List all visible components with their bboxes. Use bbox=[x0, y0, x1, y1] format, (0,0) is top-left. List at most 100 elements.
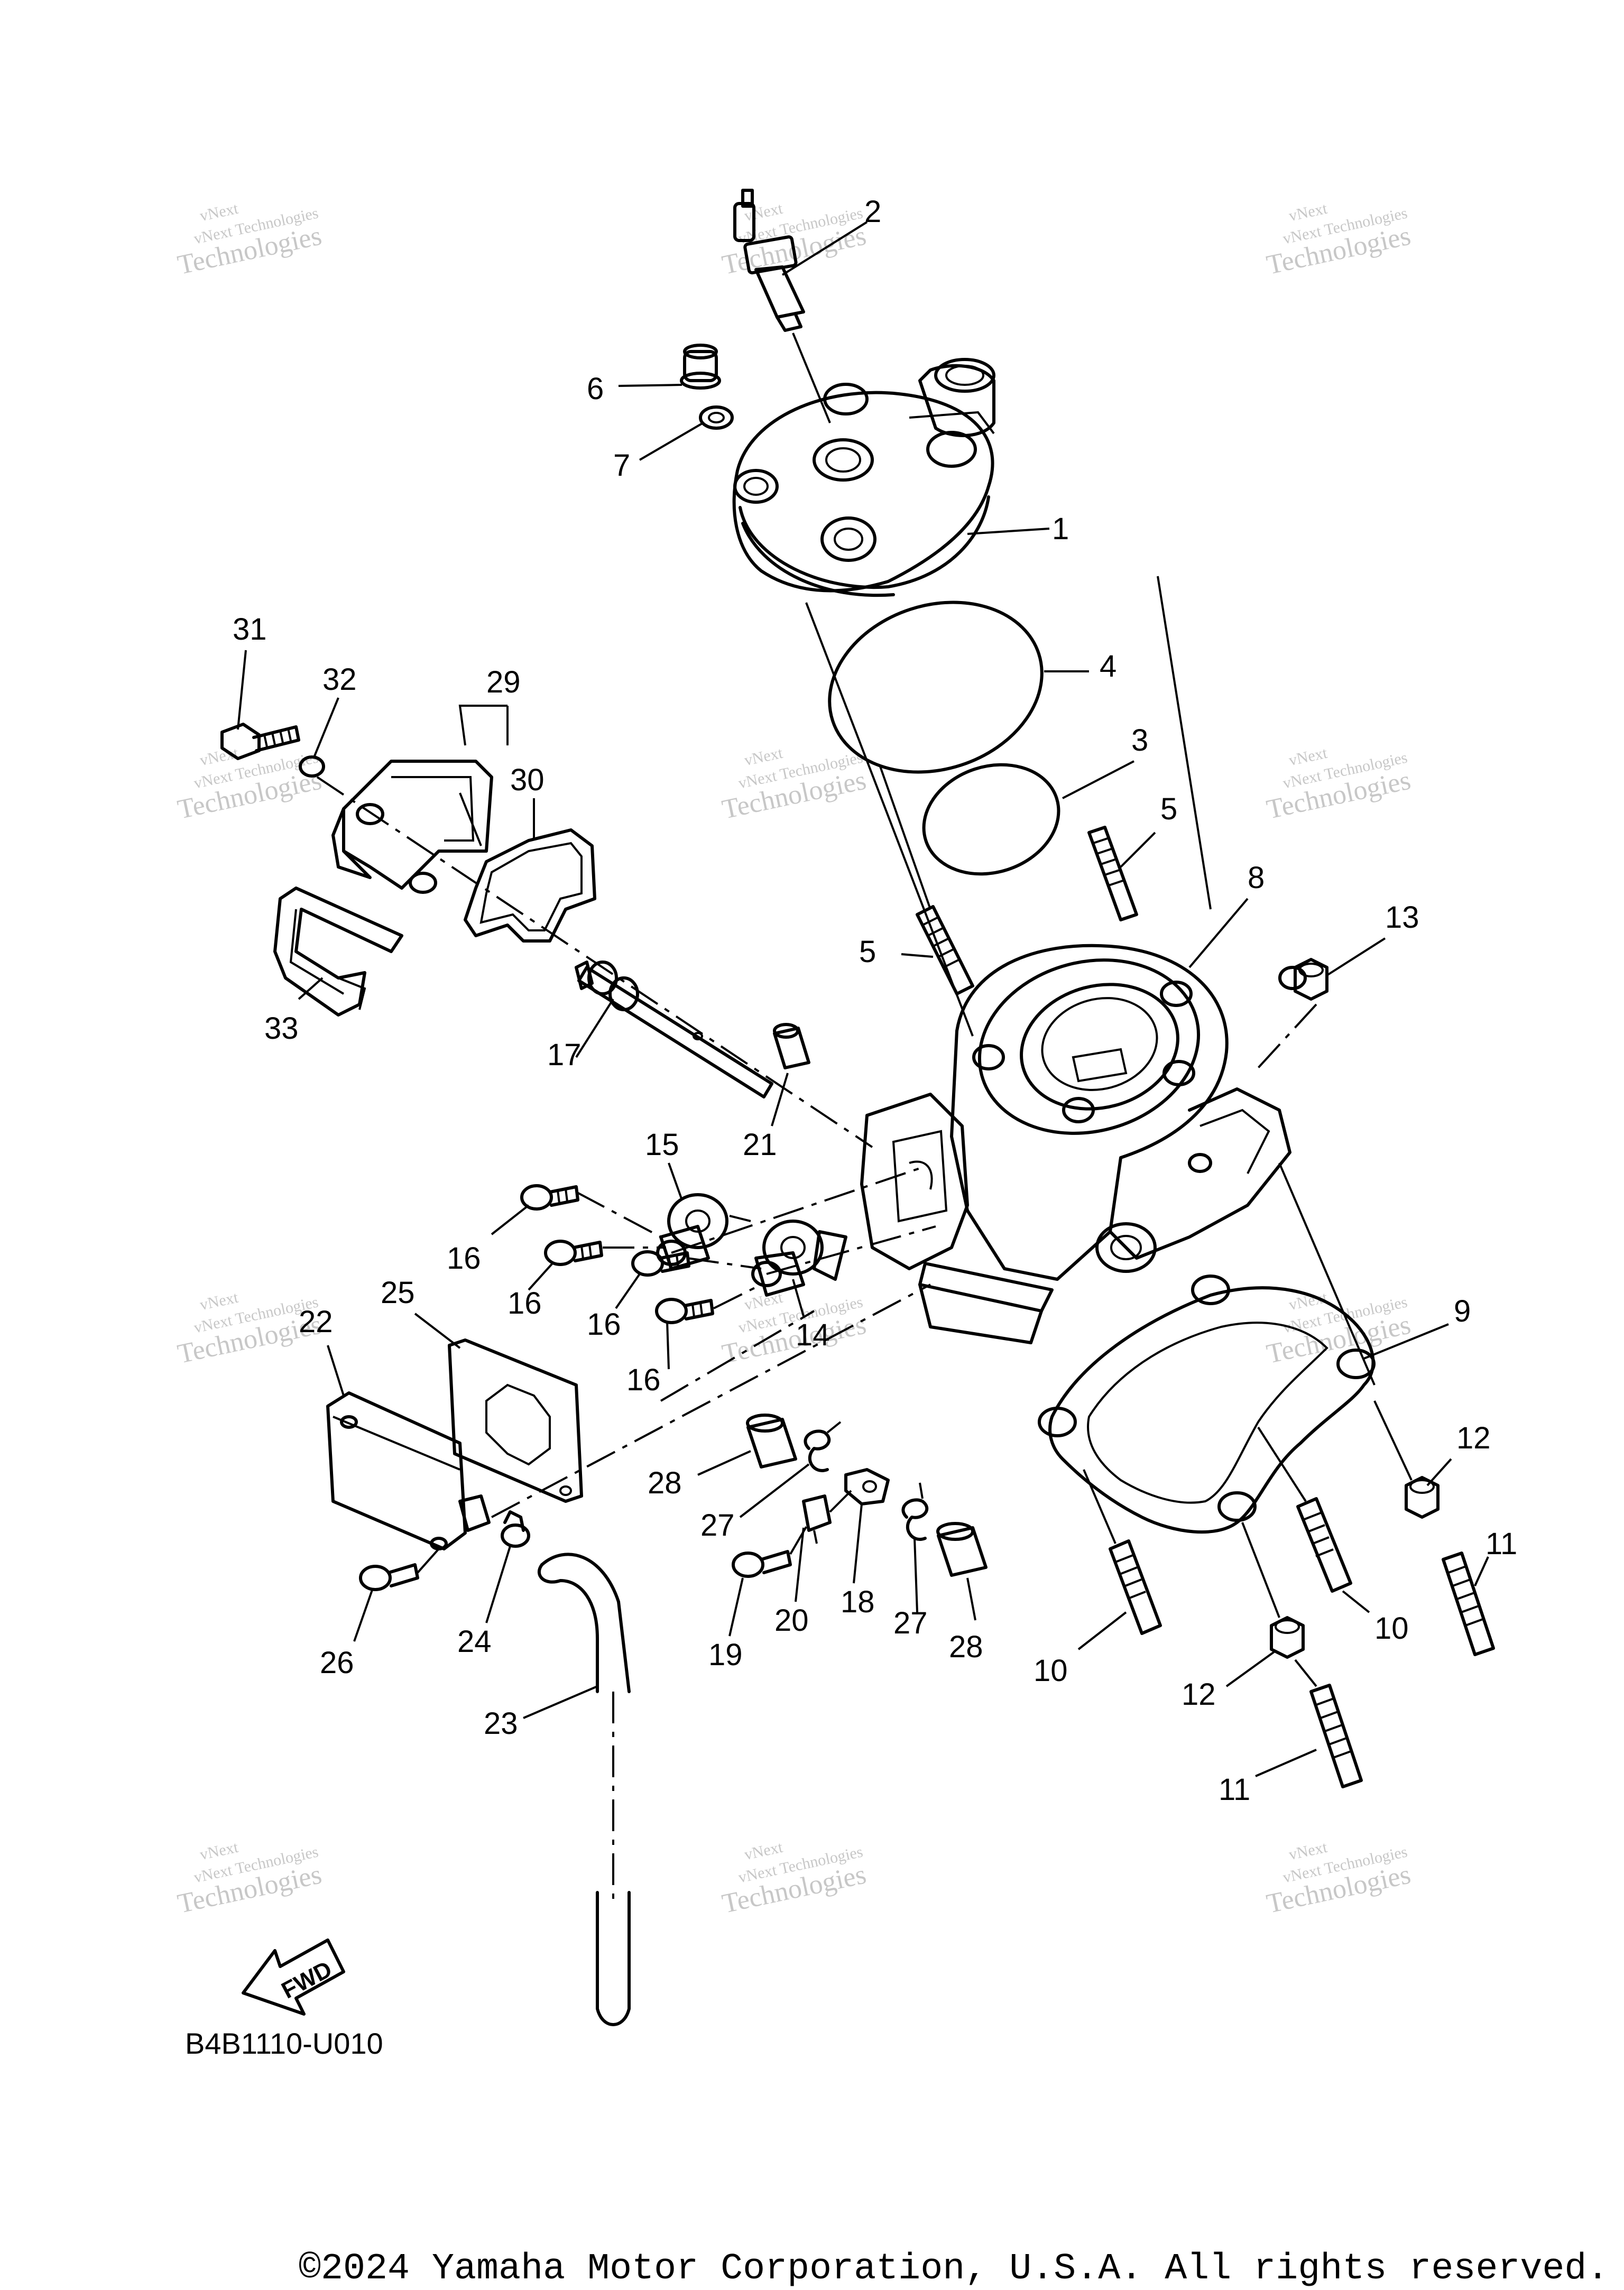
callout-1: 1 bbox=[1052, 512, 1069, 546]
callout-11: 11 bbox=[1485, 1527, 1517, 1561]
callout-13: 13 bbox=[1385, 900, 1419, 935]
callout-15: 15 bbox=[645, 1128, 679, 1162]
part-roller bbox=[746, 1414, 797, 1469]
leader-lines bbox=[237, 221, 1489, 1777]
part-gasket bbox=[448, 1338, 583, 1503]
watermark-text: vNext bbox=[743, 1839, 785, 1864]
guide-line bbox=[829, 1490, 852, 1513]
callout-17: 17 bbox=[547, 1038, 582, 1072]
callout-9: 9 bbox=[1454, 1294, 1471, 1328]
part-valve-lever bbox=[751, 1220, 847, 1297]
part-screw bbox=[732, 1550, 792, 1578]
part-washer bbox=[299, 755, 325, 778]
guide-line bbox=[1373, 1400, 1413, 1481]
part-cover-gasket bbox=[464, 828, 596, 943]
watermark-text: vNext bbox=[198, 1839, 240, 1864]
callout-26: 26 bbox=[320, 1646, 354, 1680]
callout-16: 16 bbox=[508, 1286, 542, 1321]
copyright-notice: ©2024 Yamaha Motor Corporation, U.S.A. A… bbox=[299, 2248, 1609, 2290]
part-cover bbox=[331, 760, 493, 894]
part-nut bbox=[1270, 1616, 1305, 1659]
callout-29: 29 bbox=[486, 665, 521, 699]
part-clip bbox=[273, 887, 403, 1017]
guide-line bbox=[1294, 1659, 1317, 1687]
part-screw bbox=[631, 1250, 690, 1277]
guide-line bbox=[766, 1225, 936, 1275]
callout-24: 24 bbox=[457, 1624, 492, 1659]
part-base-gasket bbox=[1038, 1275, 1376, 1534]
callout-5: 5 bbox=[859, 935, 876, 969]
part-stud bbox=[1309, 1684, 1363, 1788]
callout-7: 7 bbox=[613, 448, 630, 483]
guide-line bbox=[1157, 576, 1212, 910]
callout-3: 3 bbox=[1131, 723, 1148, 758]
part-cylinder bbox=[860, 944, 1307, 1344]
watermark-text: vNext bbox=[743, 744, 785, 770]
part-washer bbox=[699, 405, 734, 430]
part-cover-plate bbox=[326, 1391, 491, 1550]
part-cap-nut bbox=[680, 344, 721, 390]
callout-23: 23 bbox=[484, 1706, 518, 1741]
diagram-code: B4B1110-U010 bbox=[185, 2027, 383, 2060]
guide-line bbox=[805, 602, 974, 1037]
guide-line bbox=[1241, 1522, 1280, 1618]
part-hose bbox=[538, 1553, 631, 2026]
callout-28: 28 bbox=[648, 1466, 682, 1500]
callout-21: 21 bbox=[743, 1128, 777, 1162]
callout-18: 18 bbox=[841, 1585, 875, 1619]
guide-line bbox=[1257, 1003, 1317, 1069]
callout-5: 5 bbox=[1160, 792, 1177, 826]
guide-line bbox=[1278, 1162, 1376, 1386]
guide-line bbox=[879, 766, 931, 910]
part-roller bbox=[936, 1522, 988, 1577]
guide-line bbox=[576, 1191, 661, 1238]
guide-line bbox=[671, 1167, 920, 1254]
part-screw bbox=[544, 1240, 603, 1266]
part-stud bbox=[1296, 1497, 1352, 1593]
part-o-ring-large bbox=[828, 601, 1044, 774]
guide-line bbox=[789, 1521, 810, 1555]
callout-12: 12 bbox=[1456, 1421, 1491, 1455]
part-nut bbox=[1294, 958, 1328, 1001]
callout-19: 19 bbox=[708, 1638, 743, 1672]
watermark-text: vNext bbox=[1287, 200, 1329, 225]
guide-line bbox=[660, 1310, 815, 1402]
callout-6: 6 bbox=[587, 372, 604, 406]
part-stud bbox=[1442, 1552, 1495, 1656]
guide-line bbox=[491, 1283, 931, 1518]
callout-27: 27 bbox=[700, 1508, 735, 1543]
guide-line bbox=[1083, 1469, 1116, 1544]
watermark-text: vNext bbox=[1287, 1839, 1329, 1864]
part-screw bbox=[359, 1563, 419, 1591]
watermark-text: vNext bbox=[198, 1289, 240, 1314]
watermark-text: vNext bbox=[1287, 744, 1329, 770]
part-spring bbox=[901, 1482, 929, 1541]
part-spring bbox=[804, 1421, 842, 1472]
part-bolt bbox=[220, 723, 300, 760]
callout-27: 27 bbox=[893, 1606, 928, 1640]
callout-16: 16 bbox=[587, 1307, 621, 1342]
fwd-arrow-icon: FWD bbox=[242, 1938, 345, 2016]
part-screw bbox=[520, 1184, 579, 1211]
part-o-ring-small bbox=[922, 763, 1060, 876]
callout-4: 4 bbox=[1100, 649, 1116, 684]
callout-10: 10 bbox=[1034, 1654, 1068, 1688]
part-link bbox=[844, 1468, 890, 1506]
part-valve-shaft bbox=[575, 961, 773, 1098]
callout-16: 16 bbox=[626, 1363, 661, 1397]
part-stud bbox=[1109, 1539, 1162, 1635]
callout-11: 11 bbox=[1219, 1772, 1250, 1807]
part-stud bbox=[916, 905, 974, 995]
callout-14: 14 bbox=[796, 1318, 830, 1352]
callout-32: 32 bbox=[322, 662, 357, 697]
part-nut bbox=[1405, 1476, 1440, 1519]
guide-line bbox=[687, 1257, 762, 1270]
guide-line bbox=[417, 1548, 440, 1574]
callout-numbers: 1 2 3 4 5 5 6 7 8 9 10 10 11 11 12 12 13… bbox=[233, 195, 1517, 1807]
callout-33: 33 bbox=[264, 1011, 299, 1046]
callout-20: 20 bbox=[774, 1603, 809, 1638]
part-screw bbox=[655, 1298, 714, 1324]
part-hose-clamp bbox=[501, 1510, 530, 1548]
watermark-text: vNext bbox=[198, 200, 240, 225]
